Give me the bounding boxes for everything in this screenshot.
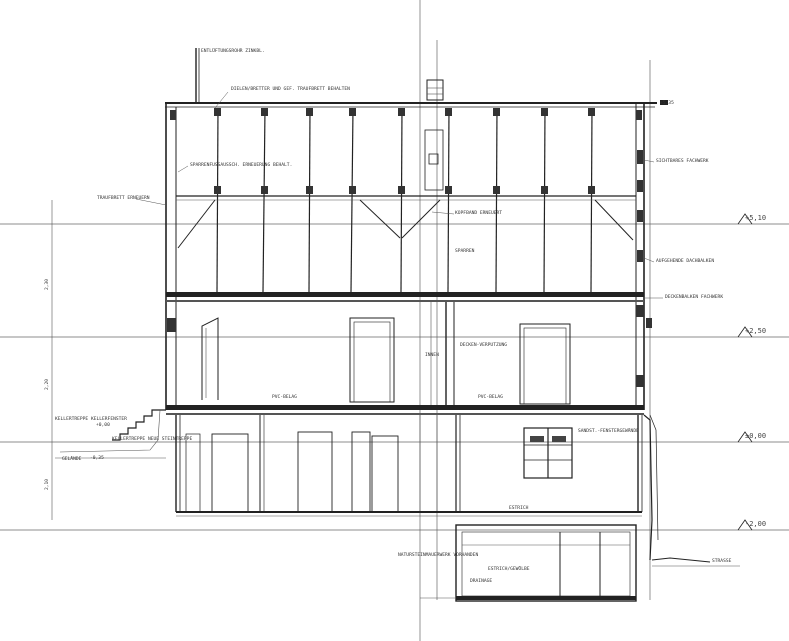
label-plaster: DECKEN-VERPUTZUNG	[460, 342, 507, 348]
label-rafter: SPARREN	[455, 248, 475, 254]
exterior-stairs	[55, 409, 166, 459]
cellar	[420, 524, 637, 602]
level-label-1: +5,10	[745, 214, 766, 222]
leader-lines	[135, 91, 663, 299]
label-beton: ESTRICH/GEWÖLBE	[488, 565, 530, 572]
label-attic-beam: AUFGEHENDE DACHBALKEN	[656, 258, 714, 264]
label-knee: KOPFBAND ERNEUERT	[455, 210, 502, 216]
level-label-2: +2,50	[745, 327, 766, 335]
label-floor-beam: DECKENBALKEN FACHWERK	[665, 294, 723, 300]
roof	[165, 100, 668, 108]
dim-ground: +0,00	[96, 422, 110, 428]
label-window-stone: SANDST.-FENSTERGEWÄNDE	[578, 427, 639, 434]
roof-pipes	[195, 48, 444, 103]
dimension-strip: 2,30 2,20 2,10 +5,35 +0,00 -0,35	[44, 100, 674, 520]
label-pvc-1: PVC-BELAG	[272, 394, 297, 400]
label-drainage: DRAINAGE	[470, 578, 492, 584]
label-stone-cellar: NATURSTEINMAUERWERK VORHANDEN	[398, 552, 478, 558]
level-marker-3: ±0,00	[737, 431, 766, 443]
upper-storey	[167, 302, 652, 405]
dim-roof: +5,35	[660, 100, 674, 106]
ground-storey	[175, 414, 659, 561]
label-street: STRASSE	[712, 558, 732, 564]
label-gutter: TRAUFBRETT ERNEUERN	[97, 195, 150, 201]
label-ventilation: ENTLÜFTUNGSROHR ZINKBL.	[201, 47, 265, 54]
dim-v2: 2,20	[44, 379, 50, 390]
label-purlin-repair: SPARRENFUSSAUSSCH. ERNEUERUNG BEHALT.	[190, 162, 292, 168]
label-ground-level: GELÄNDE	[62, 455, 82, 462]
level-marker-2: +2,50	[737, 326, 766, 338]
level-label-3: ±0,00	[745, 432, 766, 440]
label-interior: INNEN	[425, 352, 439, 358]
street	[651, 557, 740, 567]
label-basement-window: KELLERTREPPE NEUE STEINTREPPE	[112, 436, 192, 442]
label-concrete-floor: ESTRICH	[509, 505, 529, 511]
label-pvc-2: PVC-BELAG	[478, 394, 503, 400]
rafters	[170, 107, 643, 293]
level-marker-4: -2,00	[737, 519, 766, 531]
upper-walls	[165, 103, 645, 410]
label-timber-frame: SICHTBARES FACHWERK	[656, 158, 709, 164]
annotations: ENTLÜFTUNGSROHR ZINKBL. DIELEN/BRETTER U…	[55, 47, 732, 584]
label-roof-boards: DIELEN/BRETTER UND GEF. TRAUFBRETT BEHAL…	[231, 86, 350, 92]
label-steps: KELLERTREPPE KELLERFENSTER	[55, 416, 127, 422]
level-markers: +5,10 +2,50 ±0,00 -2,00	[737, 213, 766, 531]
attic-floor	[166, 292, 644, 302]
dim-base: -0,35	[90, 455, 104, 461]
ground-floor-slab	[166, 405, 644, 415]
dim-v1: 2,30	[44, 279, 50, 290]
level-marker-1: +5,10	[737, 213, 766, 225]
dim-v3: 2,10	[44, 479, 50, 490]
level-label-4: -2,00	[745, 520, 766, 528]
